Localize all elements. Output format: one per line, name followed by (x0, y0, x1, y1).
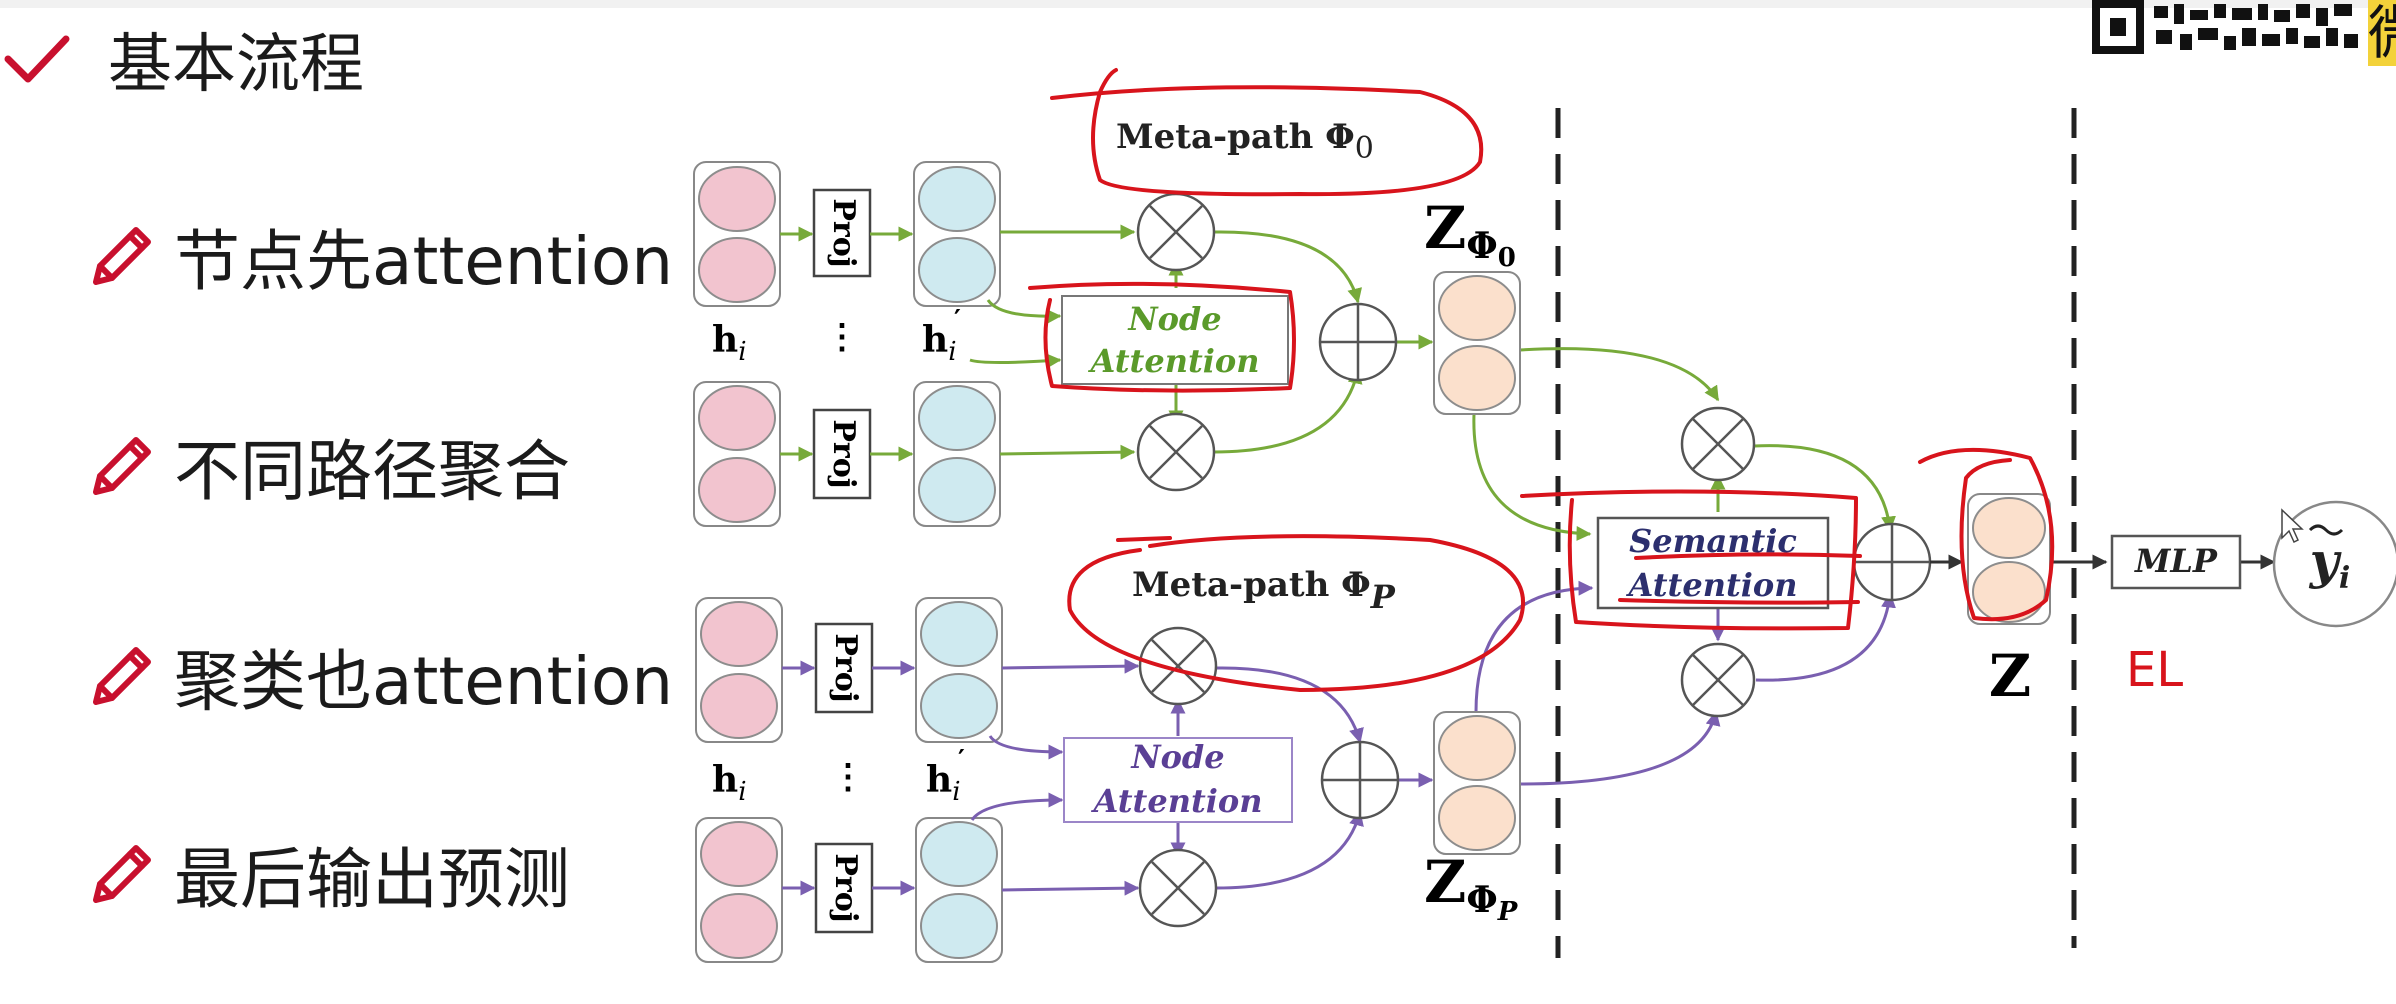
sum-operator (1318, 302, 1398, 382)
proj-box: Proj (814, 622, 874, 714)
proj-box: Proj (814, 842, 874, 934)
multiply-operator (1138, 848, 1218, 928)
svg-text:Attention: Attention (1091, 782, 1263, 820)
mouse-cursor-icon (2281, 508, 2304, 544)
pencil-icon (93, 647, 151, 705)
h-label: hi (712, 319, 747, 367)
proj-box: Proj (812, 188, 872, 278)
prime-mark: ′ (954, 305, 961, 335)
z-label: Z (1989, 642, 2031, 710)
sum-operator (1852, 522, 1932, 602)
svg-text:Proj: Proj (826, 419, 861, 488)
title-row: 基本流程 (0, 14, 364, 104)
z-phi0-vector-stack (1433, 271, 1521, 415)
svg-text:yi: yi (2309, 531, 2350, 596)
svg-text:Proj: Proj (828, 853, 863, 922)
node-attention-box: Node Attention (1063, 737, 1293, 823)
z-phiP-label: ZΦP (1424, 848, 1519, 927)
bullet-item: 聚类也attention (86, 628, 673, 724)
semantic-attention-box: Semantic Attention (1596, 516, 1830, 610)
svg-text:Attention: Attention (1088, 342, 1260, 380)
h-prime-label: hi (926, 759, 961, 807)
bullet-item: 节点先attention (86, 208, 673, 304)
bullet-text: 节点先attention (174, 223, 674, 300)
multiply-operator (1136, 192, 1216, 272)
input-vector-stack (693, 161, 781, 307)
projected-vector-stack (915, 817, 1003, 963)
svg-text:MLP: MLP (2134, 542, 2218, 580)
meta-path-0-label: Meta-path Φ0 (1116, 117, 1374, 166)
projected-vector-stack (915, 597, 1003, 743)
corner-badge: 微 (2368, 0, 2396, 66)
input-vector-stack (695, 597, 783, 743)
purple-flow-arrows (782, 580, 1896, 896)
vertical-dots: ⋮ (825, 317, 859, 357)
meta-path-P-label: Meta-path ΦP (1132, 565, 1396, 616)
vertical-dots: ⋮ (831, 757, 865, 797)
svg-text:Node: Node (1130, 738, 1224, 776)
pencil-icon (93, 227, 151, 285)
slide-title: 基本流程 (108, 28, 364, 102)
projected-vector-stack (913, 381, 1001, 527)
bullet-item: 不同路径聚合 (86, 418, 570, 514)
green-flow-arrows (780, 224, 1896, 542)
multiply-operator (1138, 626, 1218, 706)
pencil-icon (93, 437, 151, 495)
top-bar (0, 0, 2396, 8)
input-vector-stack (693, 381, 781, 527)
pencil-icon (93, 845, 151, 903)
checkmark-icon (4, 35, 70, 83)
projected-vector-stack (913, 161, 1001, 307)
proj-box: Proj (812, 408, 872, 500)
svg-text:Proj: Proj (828, 633, 863, 702)
multiply-operator (1680, 406, 1756, 482)
bullet-item: 最后输出预测 (86, 826, 570, 922)
red-annotations (1028, 68, 2055, 692)
prime-mark: ′ (958, 745, 965, 775)
multiply-operator (1136, 412, 1216, 492)
bullet-text: 不同路径聚合 (174, 433, 570, 510)
node-attention-box: Node Attention (1061, 295, 1289, 385)
h-label: hi (712, 759, 747, 807)
output-node: yi (2272, 500, 2396, 628)
sum-operator (1320, 740, 1400, 820)
svg-text:Proj: Proj (826, 198, 861, 267)
svg-text:Node: Node (1127, 300, 1221, 338)
bullet-text: 聚类也attention (174, 643, 674, 720)
svg-text:Attention: Attention (1626, 566, 1798, 604)
mlp-box: MLP (2110, 534, 2242, 590)
handwritten-note: EL (2126, 642, 2183, 698)
qr-code-icon (2092, 0, 2358, 54)
bullet-text: 最后输出预测 (174, 841, 570, 918)
h-prime-label: hi (922, 319, 957, 367)
z-phi0-label: ZΦ0 (1424, 194, 1516, 273)
input-vector-stack (695, 817, 783, 963)
multiply-operator (1680, 642, 1756, 718)
z-final-vector-stack (1967, 493, 2051, 625)
z-phiP-vector-stack (1433, 711, 1521, 855)
